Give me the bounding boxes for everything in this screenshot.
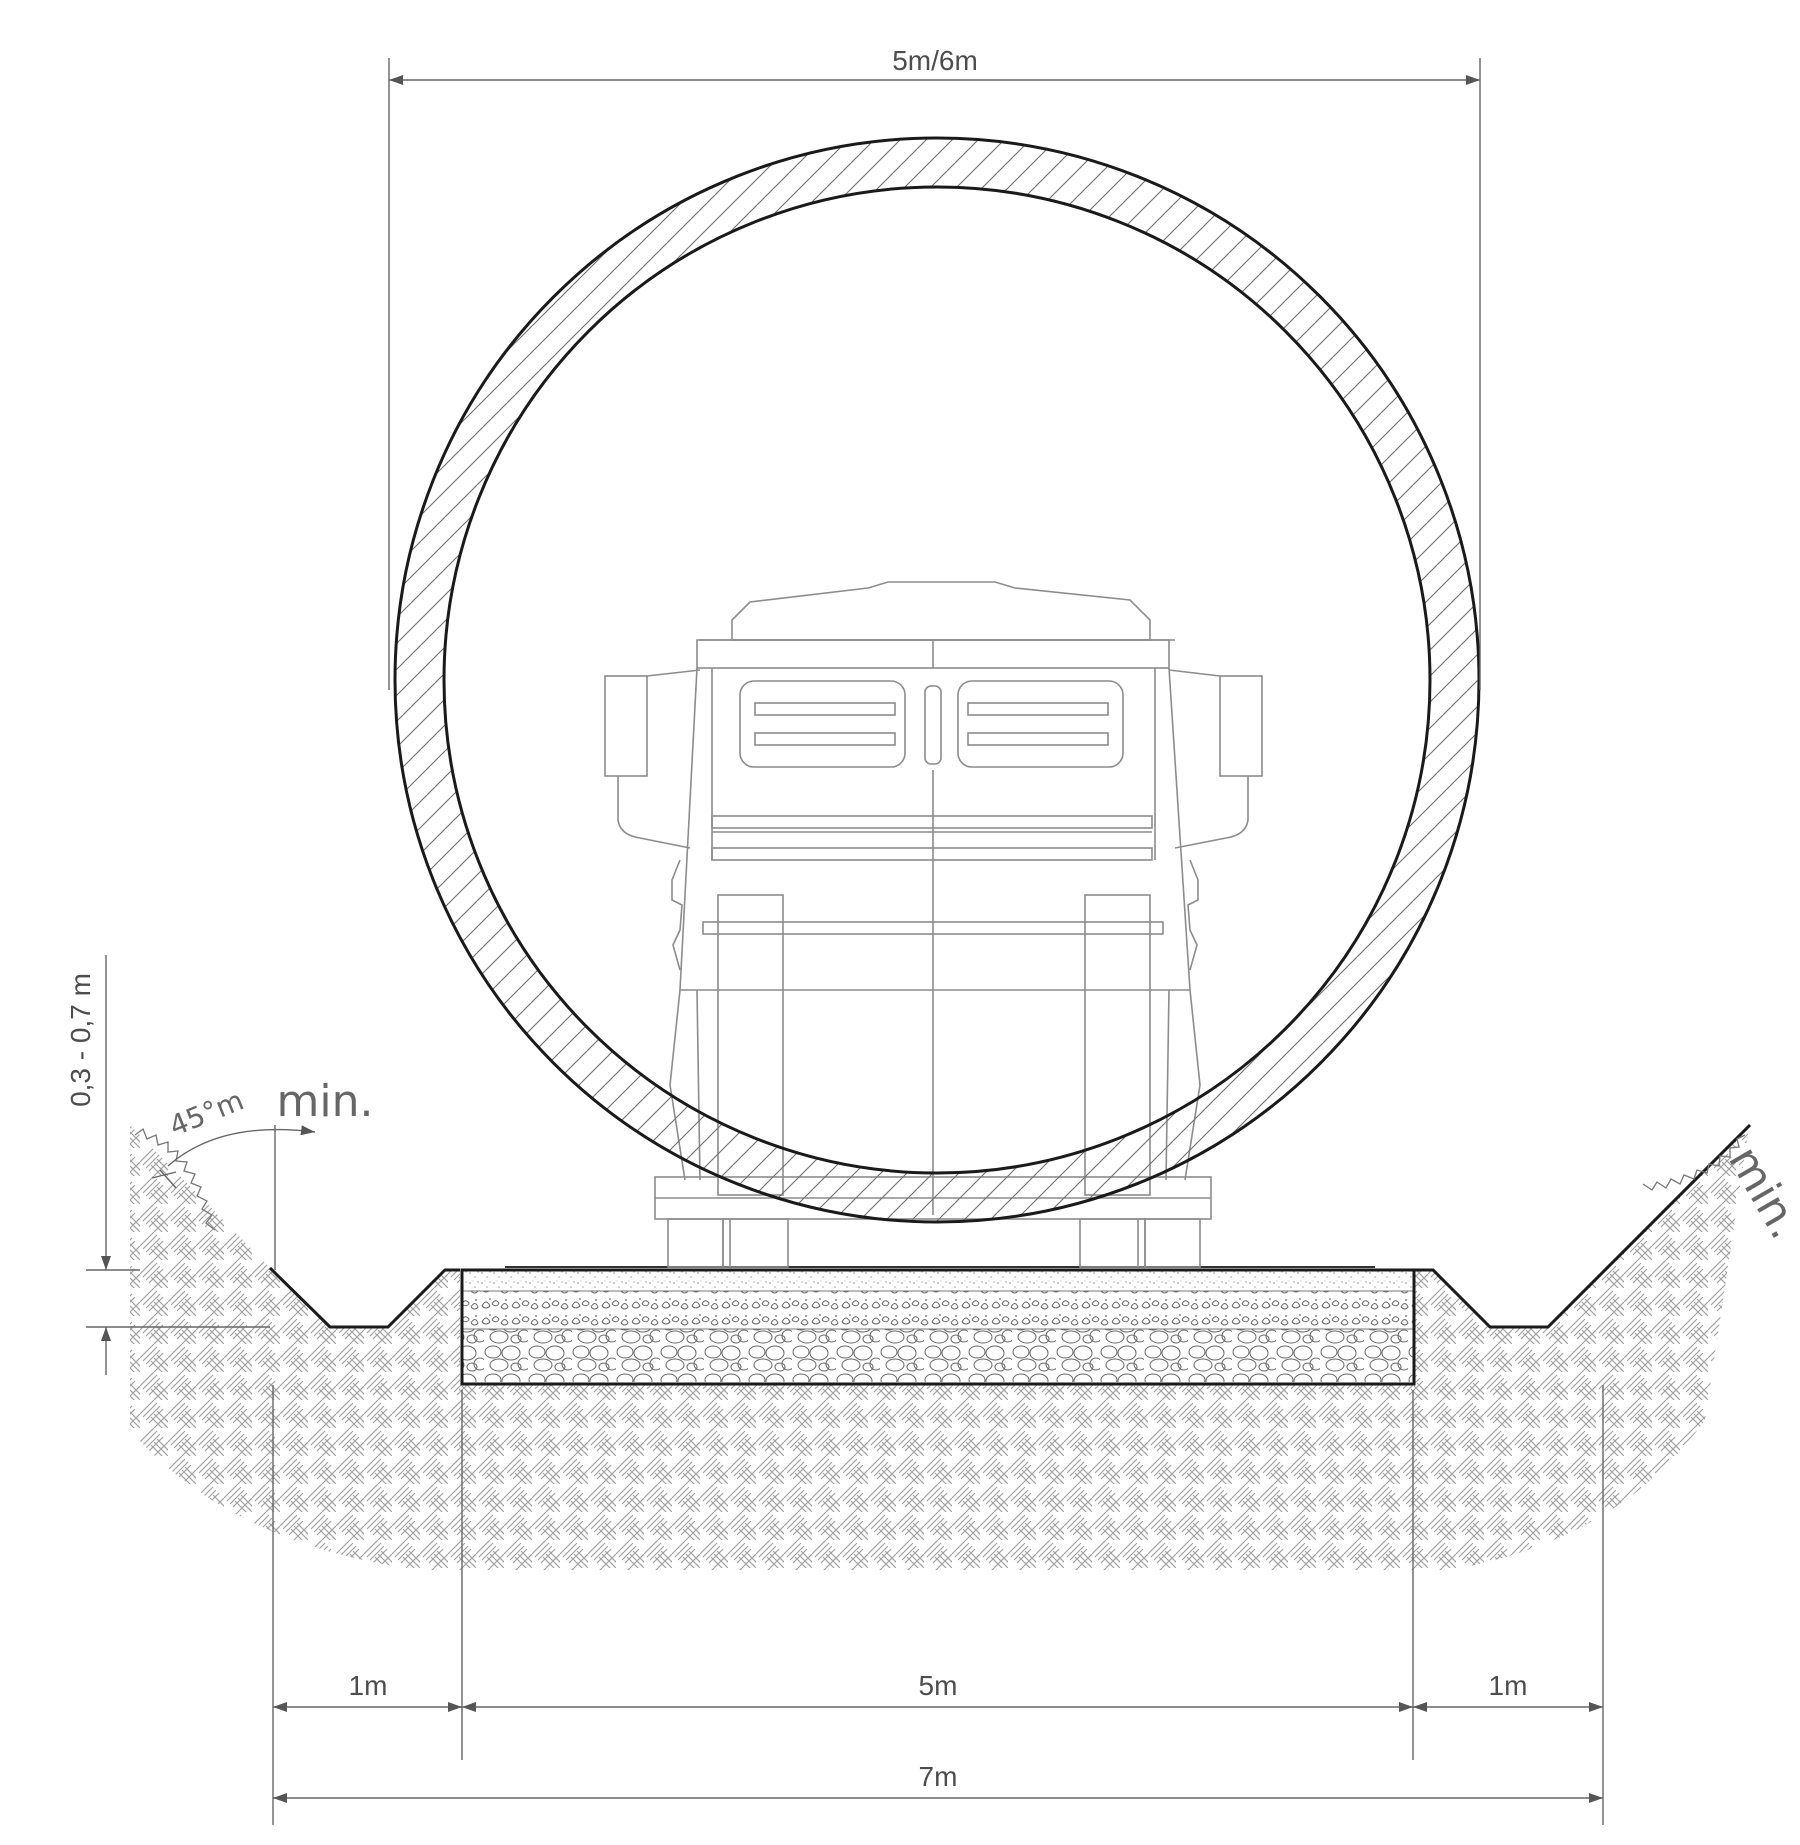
road-bed-outline — [460, 1268, 1416, 1386]
road-layers — [460, 1266, 1416, 1386]
pipe-outer-wall — [393, 136, 1481, 1224]
right-lane-width-label: 1m — [1489, 1670, 1528, 1701]
coarse-gravel-layer — [463, 1329, 1413, 1382]
culvert-pipe — [393, 136, 1481, 1224]
dimension-lines — [86, 58, 1604, 1825]
pipe-inner-wall — [442, 185, 1432, 1175]
ground-soil — [130, 1120, 1750, 1570]
ditch-depth-label: 0,3 - 0,7 m — [65, 973, 96, 1107]
ground-profile-line — [268, 1123, 1752, 1329]
road-width-label: 5m — [919, 1670, 958, 1701]
fine-gravel-layer — [463, 1291, 1413, 1329]
right-slope-texture — [1642, 1134, 1746, 1191]
total-width-label: 7m — [919, 1761, 958, 1792]
sand-layer — [463, 1271, 1413, 1291]
min-left-label: min. — [277, 1076, 374, 1127]
left-lane-width-label: 1m — [349, 1670, 388, 1701]
top-width-label: 5m/6m — [892, 45, 978, 76]
left-slope-texture — [134, 1127, 216, 1231]
